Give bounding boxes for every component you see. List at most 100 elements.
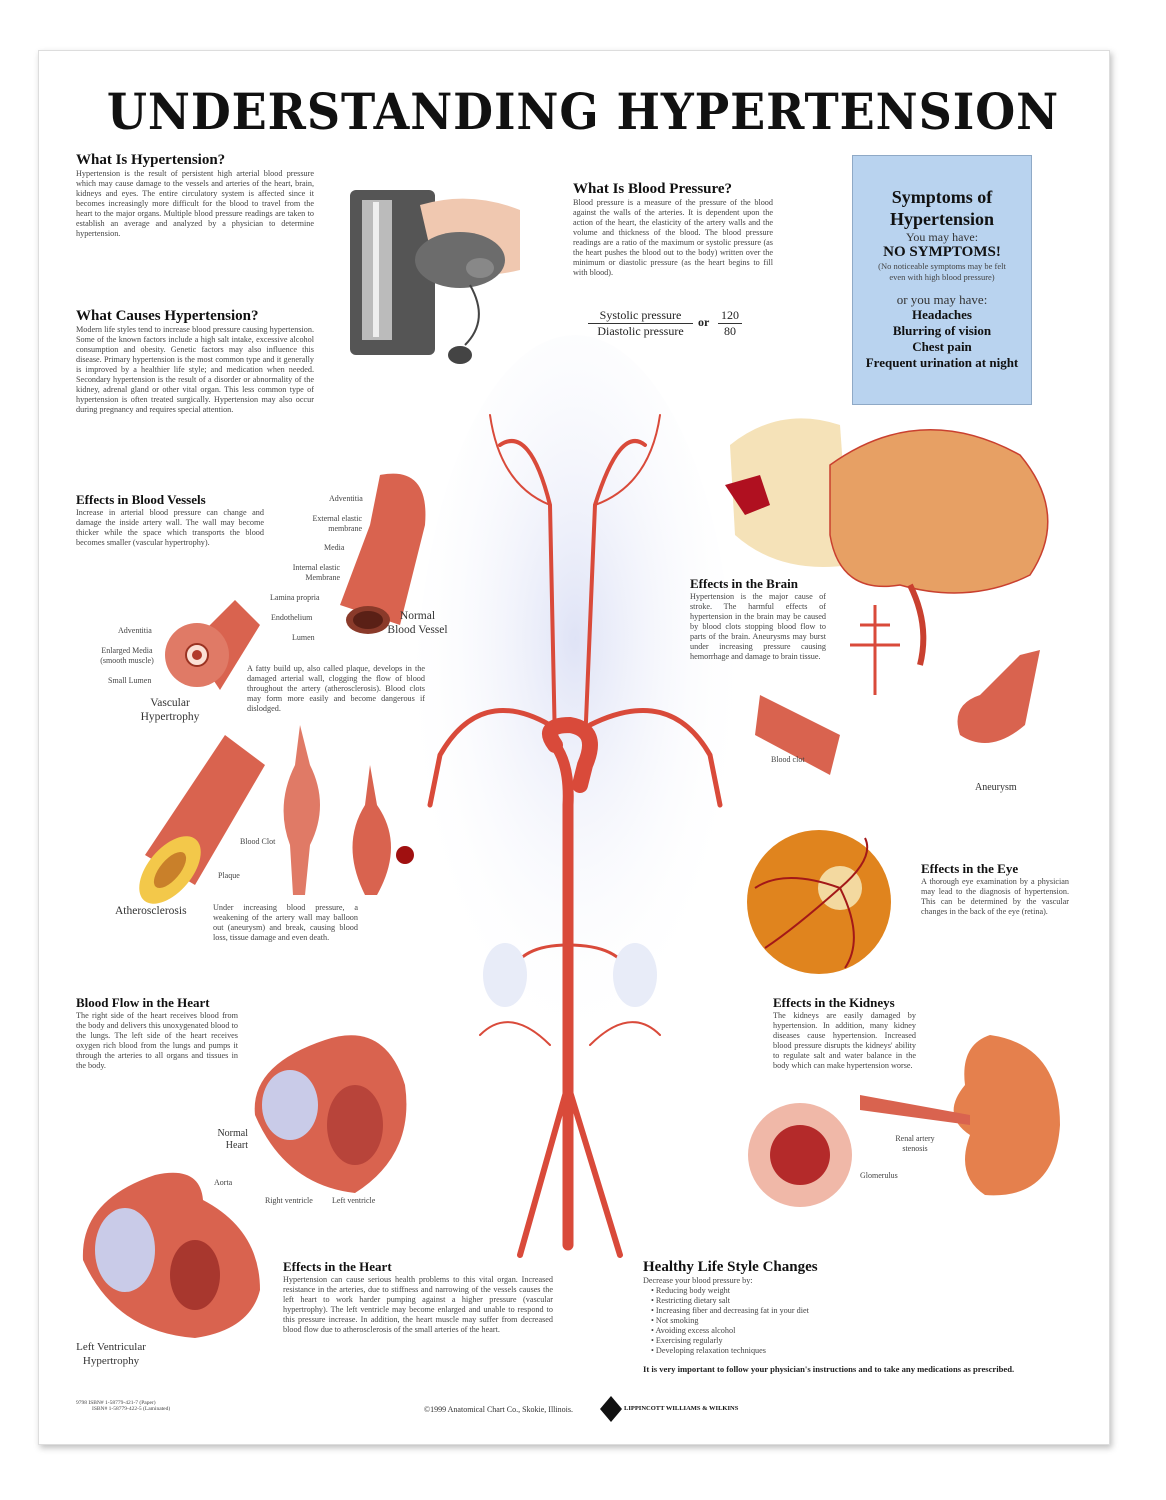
- blood-pressure-cuff-illustration: [350, 190, 520, 364]
- vessels-section: Effects in Blood Vessels Increase in art…: [76, 492, 264, 548]
- brain-section: Effects in the Brain Hypertension is the…: [690, 576, 826, 662]
- label-adventitia-h: Adventitia: [118, 626, 152, 635]
- causes-section: What Causes Hypertension? Modern life st…: [76, 308, 314, 415]
- catalog-number: 9798: [76, 1400, 87, 1406]
- label-normal-heart: Normal Heart: [217, 1128, 248, 1151]
- label-left-ventricle: Left ventricle: [332, 1196, 376, 1205]
- or-text: or: [698, 315, 710, 329]
- body: The right side of the heart receives blo…: [76, 1011, 238, 1070]
- hypertrophy-heart-illustration: [82, 1172, 260, 1338]
- or-may-have: or you may have:: [896, 292, 988, 307]
- intro: Decrease your blood pressure by:: [643, 1276, 753, 1285]
- label-lamina-propria: Lamina propria: [270, 593, 320, 602]
- normal-vessel-caption: Normal Blood Vessel: [387, 610, 448, 636]
- atherosclerosis-caption: Atherosclerosis: [115, 905, 187, 917]
- diastolic-label: Diastolic pressure: [597, 324, 684, 338]
- heart-flow-section: Blood Flow in the Heart The right side o…: [76, 995, 238, 1071]
- ratio-values: 120 80: [718, 308, 742, 339]
- isbn-laminated: ISBN# 1-58779-422-5 (Laminated): [92, 1406, 171, 1412]
- lifestyle-section: Healthy Life Style Changes Decrease your…: [643, 1259, 1063, 1374]
- aneurysm-text: Under increasing blood pressure, a weake…: [213, 903, 358, 942]
- label-blood-clot-brain: Blood clot: [771, 755, 805, 764]
- heading: What Is Hypertension?: [76, 152, 226, 168]
- symptoms-title: Symptoms of Hypertension: [889, 187, 994, 229]
- diastolic-value: 80: [724, 324, 736, 338]
- what-is-section: What Is Hypertension? Hypertension is th…: [76, 152, 314, 239]
- body: Hypertension can cause serious health pr…: [283, 1275, 553, 1334]
- label-enlarged-media: Enlarged Media (smooth muscle): [100, 646, 154, 665]
- label-internal-elastic: Internal elastic Membrane: [292, 563, 340, 582]
- heading: What Is Blood Pressure?: [573, 181, 733, 197]
- symptoms-box: Symptoms of Hypertension You may have: N…: [852, 155, 1032, 405]
- heading: Healthy Life Style Changes: [643, 1259, 818, 1275]
- heading: Blood Flow in the Heart: [76, 995, 210, 1010]
- symptom-item: Frequent urination at night: [865, 355, 1019, 370]
- heading: Effects in Blood Vessels: [76, 492, 206, 507]
- retina-illustration: [747, 830, 891, 974]
- publisher-logo-icon: [600, 1396, 622, 1422]
- body: Blood pressure is a measure of the press…: [573, 198, 773, 277]
- symptom-item: Blurring of vision: [892, 323, 992, 338]
- list-item: Reducing body weight: [651, 1286, 1063, 1296]
- label-adventitia: Adventitia: [329, 494, 363, 503]
- label-aneurysm: Aneurysm: [975, 782, 1017, 793]
- label-blood-clot: Blood Clot: [240, 837, 276, 846]
- kidneys-section: Effects in the Kidneys The kidneys are e…: [773, 995, 916, 1071]
- list-item: Exercising regularly: [651, 1336, 1063, 1346]
- label-aorta: Aorta: [213, 1178, 234, 1188]
- label-external-elastic: External elastic membrane: [312, 514, 362, 533]
- body: Hypertension is the result of persistent…: [76, 169, 314, 238]
- body: A thorough eye examination by a physicia…: [921, 877, 1069, 916]
- lifestyle-list: Reducing body weight Restricting dietary…: [651, 1286, 1063, 1356]
- label-media: Media: [324, 543, 345, 552]
- may-have: You may have:: [905, 230, 979, 244]
- systolic-value: 120: [718, 308, 742, 324]
- kidney-illustration: [748, 1035, 1060, 1207]
- atherosclerosis-illustration: [139, 725, 414, 904]
- heading: Effects in the Kidneys: [773, 995, 895, 1010]
- symptom-item: Chest pain: [912, 339, 972, 354]
- heading: Effects in the Heart: [283, 1259, 392, 1274]
- isbn-paper: ISBN# 1-58779-421-7 (Paper): [88, 1400, 156, 1406]
- label-renal-stenosis: Renal artery stenosis: [895, 1134, 935, 1153]
- publisher-name: LIPPINCOTT WILLIAMS & WILKINS: [624, 1405, 739, 1412]
- no-symptoms: NO SYMPTOMS!: [883, 244, 1001, 260]
- brain-illustration: [725, 418, 1049, 775]
- note: (No noticeable symptoms may be felt even…: [878, 261, 1006, 282]
- hypertrophy-caption: Vascular Hypertrophy: [140, 697, 200, 723]
- systolic-label: Systolic pressure: [588, 308, 693, 324]
- body: The kidneys are easily damaged by hypert…: [773, 1011, 916, 1070]
- page-title: UNDERSTANDING HYPERTENSION: [106, 82, 1060, 141]
- label-endothelium: Endothelium: [271, 613, 313, 622]
- heading: What Causes Hypertension?: [76, 308, 259, 324]
- heading: Effects in the Brain: [690, 576, 798, 591]
- label-lumen: Lumen: [292, 633, 315, 642]
- list-item: Increasing fiber and decreasing fat in y…: [651, 1306, 1063, 1316]
- symptom-item: Headaches: [912, 307, 972, 322]
- list-item: Not smoking: [651, 1316, 1063, 1326]
- normal-blood-vessel-illustration: [340, 473, 426, 634]
- label-lvh: Left Ventricular Hypertrophy: [76, 1341, 146, 1367]
- list-item: Avoiding excess alcohol: [651, 1326, 1063, 1336]
- copyright: ©1999 Anatomical Chart Co., Skokie, Illi…: [424, 1405, 573, 1414]
- isbn-block: 9798 ISBN# 1-58779-421-7 (Paper) ISBN# 1…: [76, 1400, 170, 1412]
- normal-heart-illustration: [254, 1035, 407, 1193]
- vascular-hypertrophy-illustration: [165, 600, 260, 690]
- list-item: Restricting dietary salt: [651, 1296, 1063, 1306]
- label-right-ventricle: Right ventricle: [265, 1196, 313, 1205]
- eye-section: Effects in the Eye A thorough eye examin…: [921, 861, 1069, 917]
- label-plaque: Plaque: [218, 871, 240, 880]
- physician-note: It is very important to follow your phys…: [643, 1364, 1015, 1374]
- heart-effects-section: Effects in the Heart Hypertension can ca…: [283, 1259, 553, 1335]
- plaque-text: A fatty build up, also called plaque, de…: [247, 664, 425, 713]
- heading: Effects in the Eye: [921, 861, 1019, 876]
- body: Modern life styles tend to increase bloo…: [76, 325, 314, 414]
- body: Increase in arterial blood pressure can …: [76, 508, 264, 547]
- arterial-system-illustration: [415, 335, 735, 1258]
- body: Hypertension is the major cause of strok…: [690, 592, 826, 661]
- ratio-fraction: Systolic pressure Diastolic pressure: [588, 308, 693, 339]
- label-small-lumen: Small Lumen: [108, 676, 152, 685]
- label-glomerulus: Glomerulus: [860, 1171, 898, 1180]
- blood-pressure-section: What Is Blood Pressure? Blood pressure i…: [573, 181, 773, 278]
- list-item: Developing relaxation techniques: [651, 1346, 1063, 1356]
